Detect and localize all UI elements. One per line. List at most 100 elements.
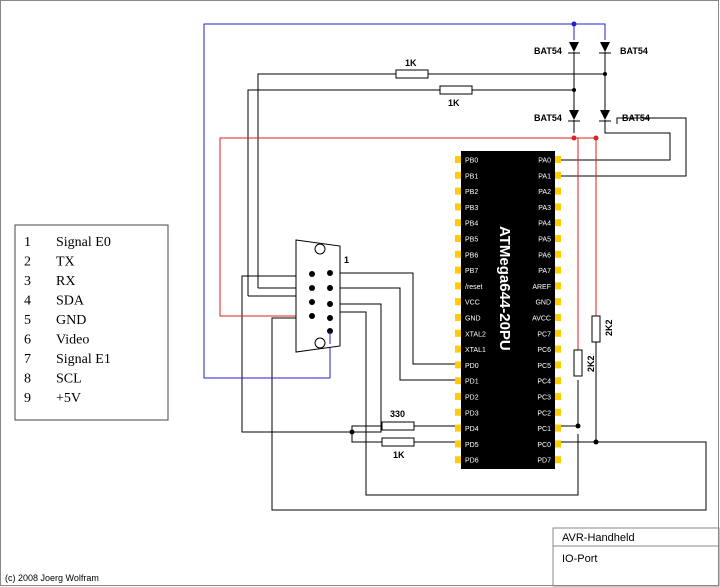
legend-number: 8 <box>24 372 31 387</box>
resistor-1k-bottom-label: 1K <box>393 450 405 460</box>
chip-pin-pad <box>555 266 561 274</box>
resistor-2k2-b <box>591 315 601 343</box>
red-junction-b <box>593 135 599 141</box>
copyright-text: (c) 2008 Joerg Wolfram <box>5 573 99 583</box>
chip-pin-pad <box>455 440 461 448</box>
resistor-2k2-a <box>573 349 583 377</box>
legend-label: Signal E1 <box>56 352 111 367</box>
chip-pin-pad <box>455 282 461 290</box>
chip-pin-pad <box>455 408 461 416</box>
chip-pin-pad <box>455 187 461 195</box>
chip-pin-pad <box>555 440 561 448</box>
chip-pin-label: PB0 <box>465 158 478 165</box>
chip-pin-pad <box>455 203 461 211</box>
blue-wire <box>203 23 575 379</box>
chip-pin-label: PB3 <box>465 205 478 212</box>
chip-pin-label: PD2 <box>465 395 479 402</box>
chip-pin-pad <box>455 156 461 163</box>
chip-pin-pad <box>455 456 461 464</box>
chip-pin-label: PA4 <box>538 221 551 228</box>
atmega-chip: PB0PB1PB2PB3PB4PB5PB6PB7/resetVCCGNDXTAL… <box>455 151 561 469</box>
chip-pin-pad <box>455 235 461 242</box>
diode-group: BAT54 BAT54 BAT54 BAT54 <box>534 42 650 133</box>
legend-number: 9 <box>24 391 31 406</box>
chip-pin-label: PC6 <box>537 347 551 354</box>
legend-number: 7 <box>24 352 31 367</box>
legend-label: Video <box>56 333 89 348</box>
chip-pin-label: PB6 <box>465 252 478 259</box>
diode-d2 <box>599 42 611 58</box>
resistor-1k-bottom <box>381 437 415 447</box>
chip-pin-label: /reset <box>465 284 483 291</box>
diode-d1 <box>568 42 580 60</box>
chip-pin-pad <box>455 314 461 321</box>
resistor-1k-second <box>439 85 473 95</box>
chip-pin-label: PD1 <box>465 379 479 386</box>
chip-pin-label: GND <box>535 300 551 307</box>
legend-label: TX <box>56 255 75 270</box>
chip-pin-label: PB4 <box>465 221 478 228</box>
chip-pin-label: PD3 <box>465 410 479 417</box>
chip-pin-pad <box>555 250 561 258</box>
chip-pin-pad <box>555 156 561 163</box>
legend-number: 3 <box>24 274 31 289</box>
chip-pin-label: PC4 <box>537 379 551 386</box>
resistor-2k2-b-label: 2K2 <box>604 319 614 336</box>
diode-label-3: BAT54 <box>534 113 562 123</box>
chip-pin-label: PA3 <box>538 205 551 212</box>
diode-label-4: BAT54 <box>622 113 650 123</box>
red-junction-a <box>571 135 577 141</box>
diode-d4 <box>599 110 611 124</box>
legend-number: 4 <box>24 294 31 309</box>
chip-pin-label: PC2 <box>537 410 551 417</box>
chip-pin-label: GND <box>465 316 481 323</box>
chip-pin-label: PD5 <box>465 442 479 449</box>
legend-label: Signal E0 <box>56 235 111 250</box>
chip-pin-pad <box>455 266 461 274</box>
chip-pin-pad <box>555 187 561 195</box>
chip-pin-pad <box>455 250 461 258</box>
connector-pin1-label: 1 <box>344 255 349 265</box>
chip-pin-label: PA2 <box>538 189 551 196</box>
title-block-title: AVR-Handheld <box>562 532 635 544</box>
chip-pin-pad <box>555 377 561 385</box>
chip-pin-label: XTAL2 <box>465 331 486 338</box>
chip-pin-label: PD4 <box>465 426 479 433</box>
diode-d3 <box>568 110 580 133</box>
legend-number: 2 <box>24 255 31 270</box>
chip-pin-label: PC0 <box>537 442 551 449</box>
chip-pin-label: PA5 <box>538 237 551 244</box>
resistor-330-label: 330 <box>390 409 405 419</box>
chip-body <box>461 151 555 469</box>
chip-pin-pad <box>455 219 461 227</box>
chip-pin-pad <box>555 456 561 464</box>
db9-connector: 1 <box>295 239 349 353</box>
chip-pin-label: XTAL1 <box>465 347 486 354</box>
chip-pin-label: VCC <box>465 300 480 307</box>
resistor-1k-top-label: 1K <box>405 58 417 68</box>
legend-number: 5 <box>24 313 31 328</box>
legend-label: SDA <box>56 294 85 309</box>
chip-pin-pad <box>455 329 461 337</box>
resistor-1k-top <box>395 69 429 79</box>
chip-pin-label: AREF <box>532 284 551 291</box>
chip-pin-label: PA7 <box>538 268 551 275</box>
chip-pin-pad <box>555 329 561 337</box>
chip-pin-label: PC1 <box>537 426 551 433</box>
chip-pin-pad <box>555 314 561 321</box>
legend-label: +5V <box>56 391 81 406</box>
title-block: AVR-Handheld IO-Port <box>552 527 720 587</box>
diode-label-1: BAT54 <box>534 46 562 56</box>
chip-pin-label: PB7 <box>465 268 478 275</box>
chip-pin-pad <box>455 298 461 306</box>
chip-pin-pad <box>555 203 561 211</box>
junction-dots <box>349 72 607 445</box>
chip-pin-pad <box>555 235 561 242</box>
blue-wire-branch <box>574 23 606 40</box>
chip-pin-pad <box>455 361 461 369</box>
chip-pin-pad <box>455 393 461 400</box>
chip-pin-pad <box>555 171 561 179</box>
